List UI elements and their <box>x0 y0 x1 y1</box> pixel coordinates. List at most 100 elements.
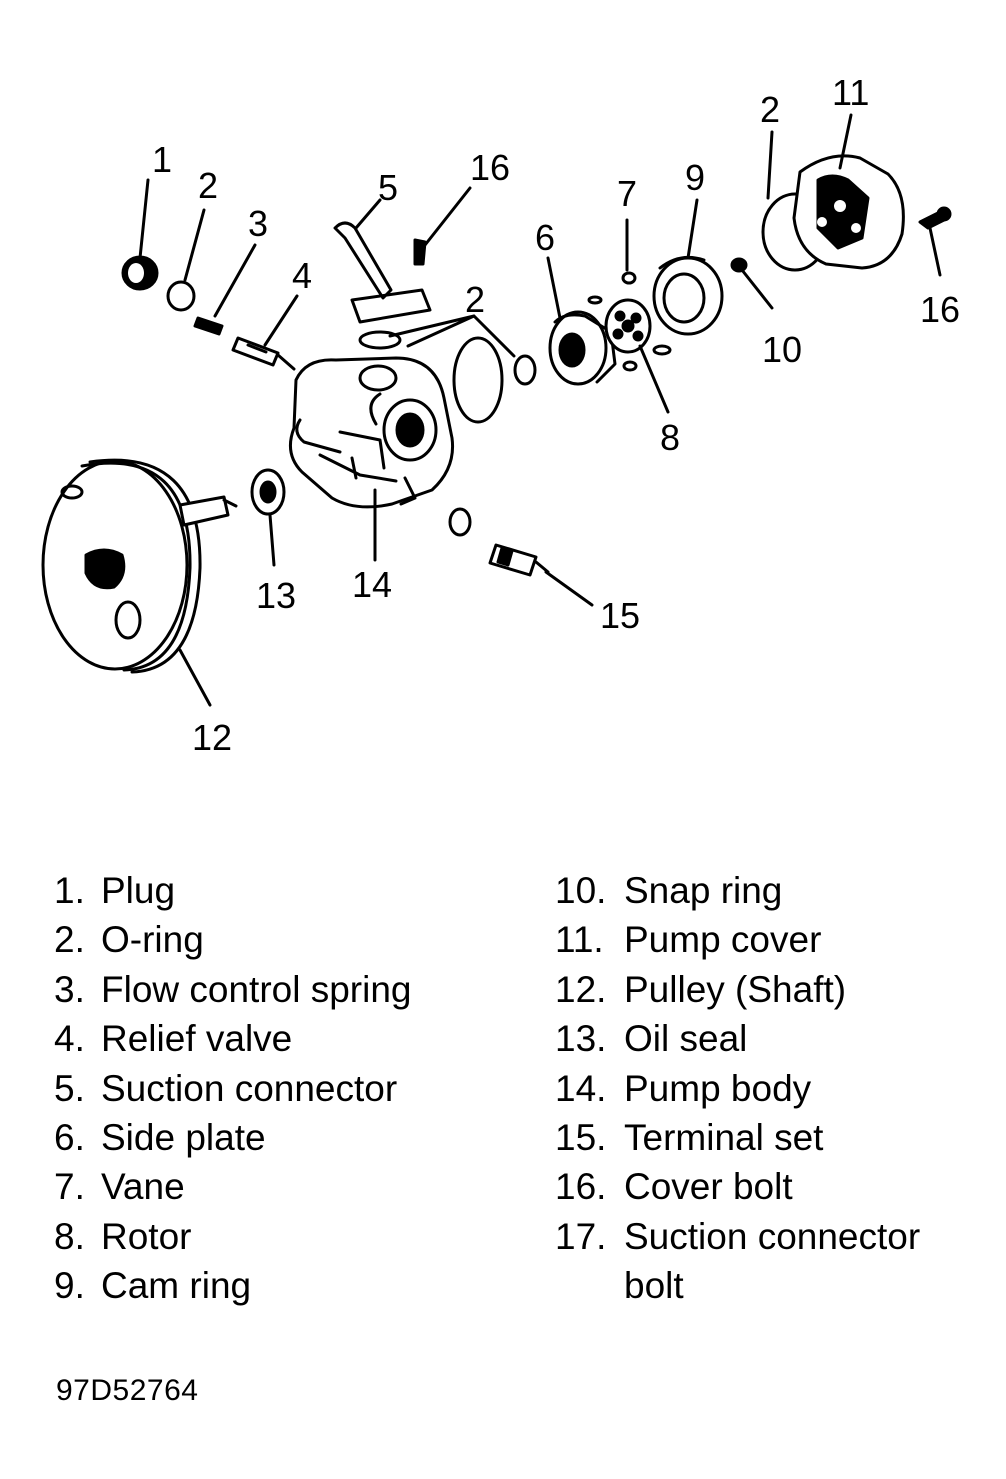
callout-16-right: 16 <box>920 289 960 330</box>
oil-seal-part <box>250 468 286 516</box>
callout-15: 15 <box>600 595 640 636</box>
legend-label: Cam ring <box>101 1265 252 1307</box>
legend-label: Vane <box>101 1166 185 1208</box>
legend-label: Suction connector <box>101 1067 398 1109</box>
legend-item: 9. Cam ring <box>54 1261 412 1310</box>
legend-label: Rotor <box>101 1215 192 1257</box>
legend-item: 1. Plug <box>54 866 412 915</box>
legend-item: 17. Suction connector bolt <box>555 1212 920 1311</box>
snap-ring-part <box>730 257 748 273</box>
legend-number: 10. <box>555 870 607 911</box>
callout-14: 14 <box>352 564 392 605</box>
pump-body-part <box>288 356 455 509</box>
legend-item: 3.Flow control spring <box>54 965 412 1014</box>
legend-item: 8. Rotor <box>54 1212 412 1261</box>
callout-13: 13 <box>256 575 296 616</box>
leader-line-16b <box>928 226 942 277</box>
callout-9: 9 <box>685 157 705 198</box>
leader-line-6 <box>546 256 562 320</box>
legend-number: 4. <box>54 1018 85 1060</box>
leader-line-3 <box>213 243 257 318</box>
leader-line-2c <box>766 130 774 200</box>
legend-label: Terminal set <box>624 1117 824 1159</box>
plug-part <box>121 255 159 291</box>
vane-part <box>621 271 637 285</box>
leader-line-2a <box>183 208 206 282</box>
relief-valve-part <box>231 336 296 371</box>
legend-number: 9. <box>54 1265 85 1307</box>
legend-label: Cover bolt <box>624 1166 793 1208</box>
side-plate-part <box>548 310 617 386</box>
legend-number: 17. <box>555 1215 607 1257</box>
legend-item: 6. Side plate <box>54 1113 412 1162</box>
legend-label: Pump cover <box>624 919 822 961</box>
callout-1: 1 <box>152 139 172 180</box>
small-o-ring-part <box>448 507 472 537</box>
callout-4: 4 <box>292 255 312 296</box>
legend-number: 12. <box>555 968 607 1010</box>
legend-label: Plug <box>101 870 176 911</box>
leader-line-10 <box>740 268 774 310</box>
callout-10: 10 <box>762 329 802 370</box>
cam-ring-part <box>652 255 724 336</box>
exploded-view-diagram: 1 2 3 4 5 16 2 6 7 9 2 11 16 10 8 13 14 … <box>41 72 960 758</box>
callout-2-left: 2 <box>198 165 218 206</box>
o-ring-small-part <box>513 354 537 386</box>
cover-bolt-right-part <box>918 206 952 230</box>
figure-code: 97D52764 <box>56 1374 199 1407</box>
legend-number: 2. <box>54 919 85 961</box>
leader-line-2b <box>388 314 516 358</box>
leader-line-9 <box>686 198 699 260</box>
legend-number: 11. <box>555 919 604 961</box>
legend-left-column: 1. Plug 2. O-ring 3.Flow control spring 4.… <box>54 866 412 1311</box>
suction-connector-part <box>333 221 432 350</box>
leader-line-1 <box>138 178 150 260</box>
legend-right-column: 10. Snap ring 11. Pump cover 12. Pulley (Sh… <box>555 866 920 1311</box>
legend-item: 16. Cover bolt <box>555 1162 920 1211</box>
flow-control-spring-part <box>193 316 224 336</box>
legend-item: 13. Oil seal <box>555 1014 920 1063</box>
callout-7: 7 <box>617 173 637 214</box>
leader-line-13 <box>268 513 276 567</box>
legend-number: 8. <box>54 1215 85 1257</box>
legend-item: 4. Relief valve <box>54 1014 412 1063</box>
leader-line-12 <box>178 648 212 707</box>
leader-line-8 <box>638 344 670 414</box>
legend-item: 11. Pump cover <box>555 915 920 964</box>
legend-number: 1. <box>54 870 85 911</box>
legend-number: 15. <box>555 1117 607 1159</box>
pulley-part <box>41 458 238 674</box>
cover-bolt-part <box>413 238 427 266</box>
legend-number: 6. <box>54 1117 85 1159</box>
legend-label: Oil seal <box>624 1018 748 1060</box>
legend-number: 16. <box>555 1166 607 1208</box>
legend-label: Snap ring <box>624 870 783 911</box>
leader-line-16a <box>423 186 472 247</box>
leader-line-5 <box>354 198 382 230</box>
rotor-part <box>587 295 672 372</box>
legend-label: Pump body <box>624 1067 812 1109</box>
legend-label: O-ring <box>101 919 204 961</box>
legend-label: Suction connector bolt <box>624 1215 921 1307</box>
callout-16-top: 16 <box>470 147 510 188</box>
legend-item: 12. Pulley (Shaft) <box>555 965 920 1014</box>
callout-12: 12 <box>192 717 232 758</box>
legend-number: 14. <box>555 1067 607 1109</box>
callout-5: 5 <box>378 167 398 208</box>
pump-cover-part <box>792 154 905 270</box>
leader-line-4 <box>263 294 299 347</box>
terminal-set-part <box>488 543 550 577</box>
legend-number: 13. <box>555 1018 607 1060</box>
o-ring-large-part <box>452 336 504 424</box>
legend-label: Flow control spring <box>101 968 412 1010</box>
legend-number: 5. <box>54 1067 85 1109</box>
legend-label: Relief valve <box>101 1018 293 1060</box>
o-ring-part <box>166 280 196 312</box>
legend-label: Pulley (Shaft) <box>624 968 847 1010</box>
callout-3: 3 <box>248 203 268 244</box>
legend-label: Side plate <box>101 1117 266 1159</box>
legend-number: 7. <box>54 1166 85 1208</box>
legend-item: 10. Snap ring <box>555 866 920 915</box>
leader-line-15 <box>544 570 594 607</box>
legend-item: 2. O-ring <box>54 915 412 964</box>
